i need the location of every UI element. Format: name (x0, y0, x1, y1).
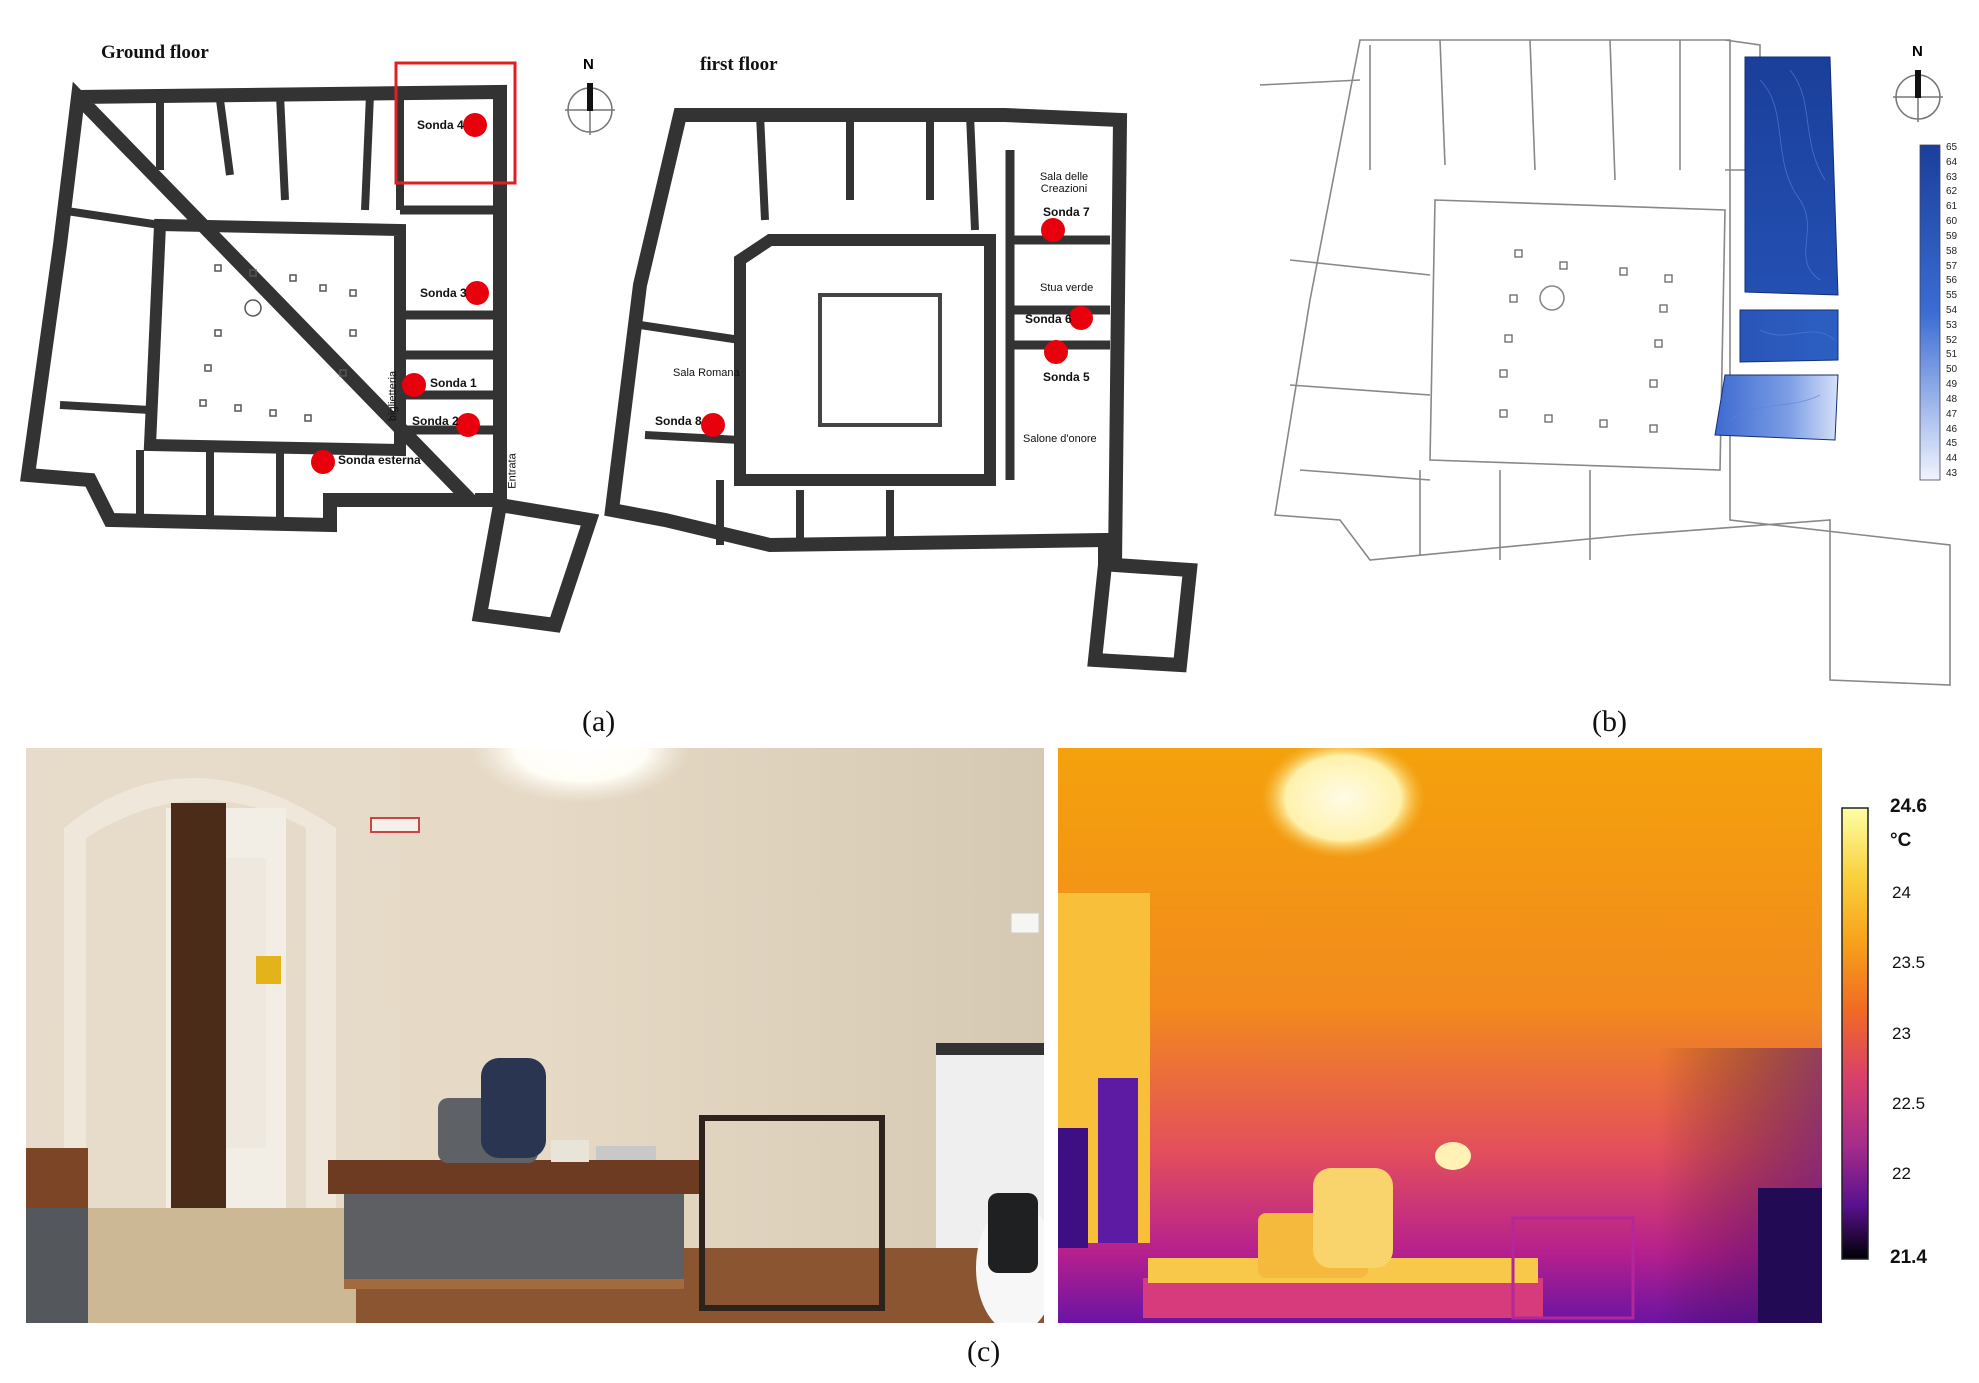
scale-tick: 47 (1946, 408, 1958, 420)
panel-label-b: (b) (1592, 705, 1627, 738)
north-label-a: N (583, 56, 594, 73)
ground-floor-title: Ground floor (101, 42, 209, 63)
colorbar-tick: 24 (1892, 882, 1911, 902)
panel-b-plan (1259, 39, 1951, 686)
colorbar-min: 21.4 (1890, 1247, 1927, 1268)
panel-label-c: (c) (967, 1335, 1001, 1368)
room-label-biglietteria: biglietteria (387, 370, 400, 422)
heat-zone-north (1744, 56, 1839, 296)
heat-zone-south (1714, 374, 1839, 441)
thermal-image (1058, 748, 1822, 1323)
scale-tick: 45 (1946, 438, 1958, 450)
thermal-colorbar (1841, 807, 1869, 1260)
scale-tick: 58 (1946, 245, 1958, 257)
probe-label-8: Sonda 8 (655, 414, 702, 428)
ground-probe-dots (311, 113, 489, 474)
colorbar-tick: 22 (1892, 1164, 1911, 1184)
north-label-b: N (1912, 43, 1923, 60)
probe-label-5: Sonda 5 (1043, 370, 1090, 384)
scale-tick: 49 (1946, 379, 1958, 391)
panel-b-columns (1499, 249, 1673, 433)
probe-label-1: Sonda 1 (430, 376, 477, 390)
scale-tick: 46 (1946, 423, 1958, 435)
heat-contours (1729, 69, 1836, 421)
scale-tick: 57 (1946, 260, 1958, 272)
room-label-sala-creazioni: Sala delle Creazioni (1039, 171, 1089, 195)
first-floor-title: first floor (700, 54, 778, 75)
colorbar-tick: 22.5 (1892, 1093, 1926, 1113)
probe-label-3: Sonda 3 (420, 286, 467, 300)
ground-columns (199, 264, 357, 422)
scale-tick: 43 (1946, 468, 1958, 479)
room-label-entrata: Entrata (506, 453, 519, 489)
scale-tick: 51 (1946, 349, 1958, 361)
floor-plans-svg (20, 39, 1951, 686)
ground-floor-plan (20, 81, 600, 633)
room-label-stua-verde: Stua verde (1040, 282, 1094, 294)
probe-label-2: Sonda 2 (412, 414, 459, 428)
scale-tick: 64 (1946, 156, 1958, 168)
first-probe-dots (701, 218, 1093, 437)
scale-tick: 54 (1946, 305, 1958, 316)
room-label-sala-romana: Sala Romana (673, 367, 740, 379)
probe-label-esterna: Sonda esterna (338, 453, 421, 467)
scale-tick: 55 (1946, 290, 1958, 302)
room-label-salone-onore: Salone d'onore (1023, 433, 1097, 445)
scale-tick: 60 (1946, 216, 1958, 228)
colorbar-tick: 23.5 (1892, 953, 1926, 973)
colorbar-max: 24.6 (1890, 796, 1927, 817)
scale-tick: 61 (1946, 201, 1958, 213)
first-floor-plan (604, 108, 1198, 673)
north-arrow-a-needle (587, 83, 593, 111)
panel-label-a: (a) (582, 705, 616, 738)
colorbar-unit: °C (1890, 830, 1912, 851)
heat-zone-middle (1739, 309, 1839, 363)
scale-tick: 44 (1946, 453, 1958, 465)
scale-tick: 62 (1946, 186, 1958, 198)
scale-tick: 56 (1946, 275, 1958, 287)
probe-label-4: Sonda 4 (417, 118, 464, 132)
room-photo (26, 748, 1044, 1323)
scale-tick: 52 (1946, 334, 1958, 346)
scale-tick: 50 (1946, 364, 1958, 376)
probe-label-6: Sonda 6 (1025, 312, 1072, 326)
scale-tick: 53 (1946, 319, 1958, 331)
scale-tick: 59 (1946, 230, 1958, 242)
probe-label-7: Sonda 7 (1043, 205, 1090, 219)
scale-tick: 65 (1946, 142, 1958, 153)
scale-tick: 48 (1946, 393, 1958, 405)
highlight-box (394, 61, 517, 185)
first-inner-courtyard (818, 293, 942, 427)
north-arrow-b-needle (1915, 70, 1921, 98)
scale-tick: 63 (1946, 171, 1958, 183)
temp-scale-bar (1919, 144, 1941, 481)
colorbar-tick: 23 (1892, 1023, 1911, 1043)
